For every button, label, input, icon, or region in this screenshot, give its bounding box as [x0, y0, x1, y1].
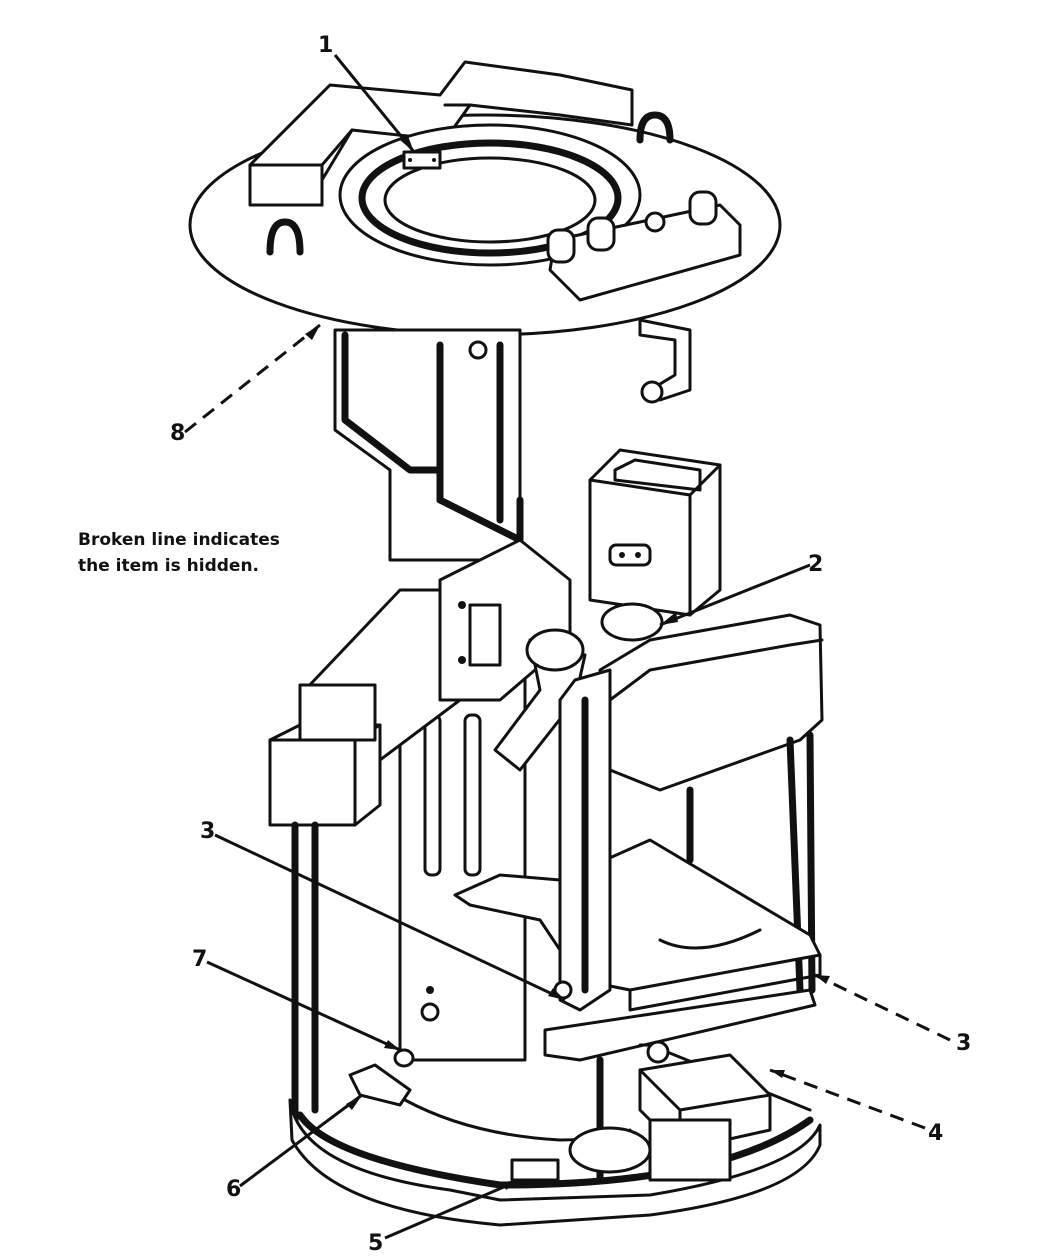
side-box — [268, 683, 382, 1124]
knob — [600, 602, 664, 642]
elevation-mechanism — [303, 448, 722, 772]
callout-8: 8 — [170, 421, 185, 446]
floor-plate — [288, 1098, 822, 1227]
seat — [453, 613, 824, 1184]
leader-3b — [814, 973, 951, 1042]
leader-6 — [239, 1093, 363, 1188]
lifting-hook-left — [266, 218, 304, 256]
identification-plate — [402, 150, 442, 170]
leader-8 — [184, 323, 321, 434]
callout-1: 1 — [318, 33, 333, 58]
turret-ring-assembly — [188, 60, 782, 337]
callout-5: 5 — [368, 1231, 383, 1256]
junction-box — [588, 448, 722, 617]
leader-5 — [384, 1178, 521, 1240]
leader-4 — [769, 1068, 926, 1130]
leader-1 — [333, 54, 416, 153]
hidden-item-note: Broken line indicates the item is hidden… — [78, 530, 280, 576]
adjustment-handle — [493, 638, 587, 772]
callout-labels: 1 2 3 3 4 5 6 7 8 — [170, 33, 971, 1256]
lifting-hook-right — [636, 111, 674, 144]
note-line-2: the item is hidden. — [78, 556, 259, 576]
callout-3-visible: 3 — [200, 819, 215, 844]
callout-3-hidden: 3 — [956, 1031, 971, 1056]
seat-backrest — [598, 613, 824, 792]
leader-3a — [214, 833, 566, 1002]
foot-switch — [348, 1063, 412, 1107]
mount-bracket — [548, 203, 742, 302]
floor-switch — [510, 1158, 560, 1182]
callout-7: 7 — [192, 947, 207, 972]
note-line-1: Broken line indicates — [78, 530, 280, 550]
base-floor — [288, 1040, 822, 1227]
callout-4: 4 — [928, 1121, 943, 1146]
leader-7 — [206, 960, 401, 1052]
callout-2: 2 — [808, 552, 823, 577]
callout-6: 6 — [226, 1177, 241, 1202]
leader-lines — [184, 54, 951, 1240]
connector-plug — [393, 1048, 415, 1068]
hatch-inner-ring — [358, 139, 622, 257]
leader-2 — [659, 563, 811, 627]
